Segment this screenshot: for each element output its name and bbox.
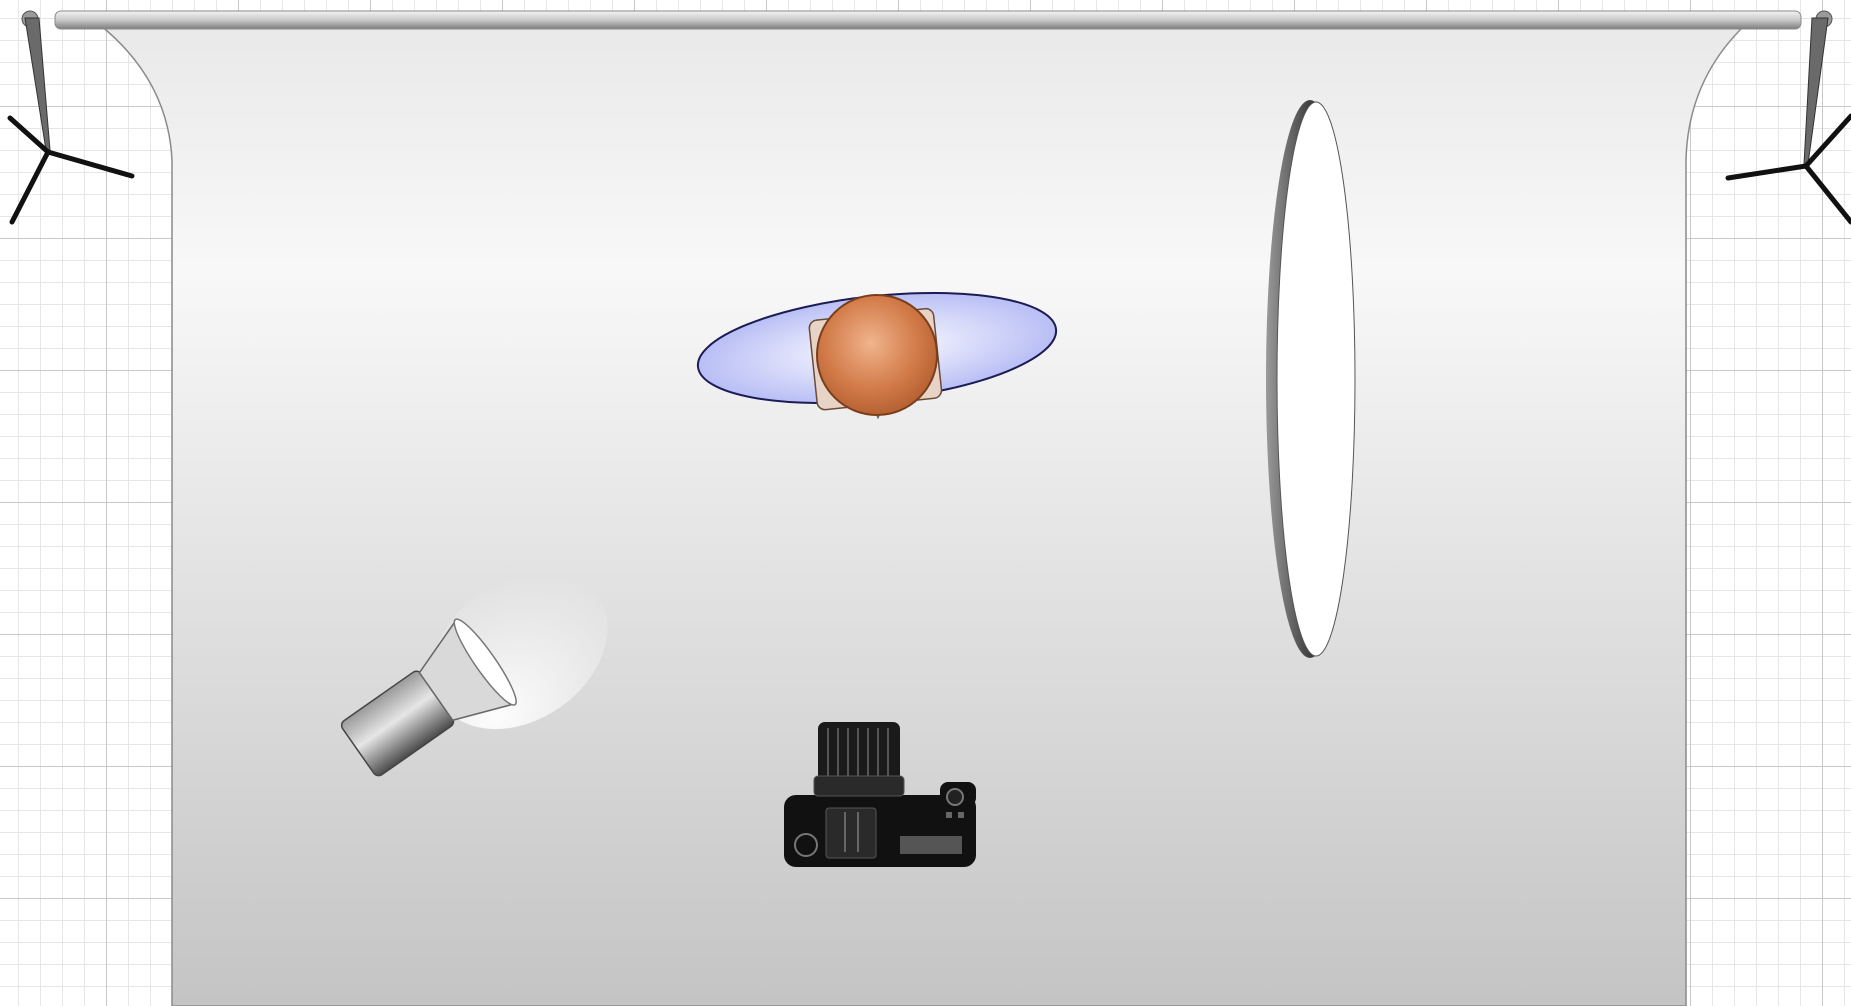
backdrop-bar: [22, 11, 1832, 29]
light-stand-icon: [10, 18, 132, 222]
reflector-icon: [1266, 100, 1355, 658]
light-stand-icon: [1728, 18, 1851, 222]
